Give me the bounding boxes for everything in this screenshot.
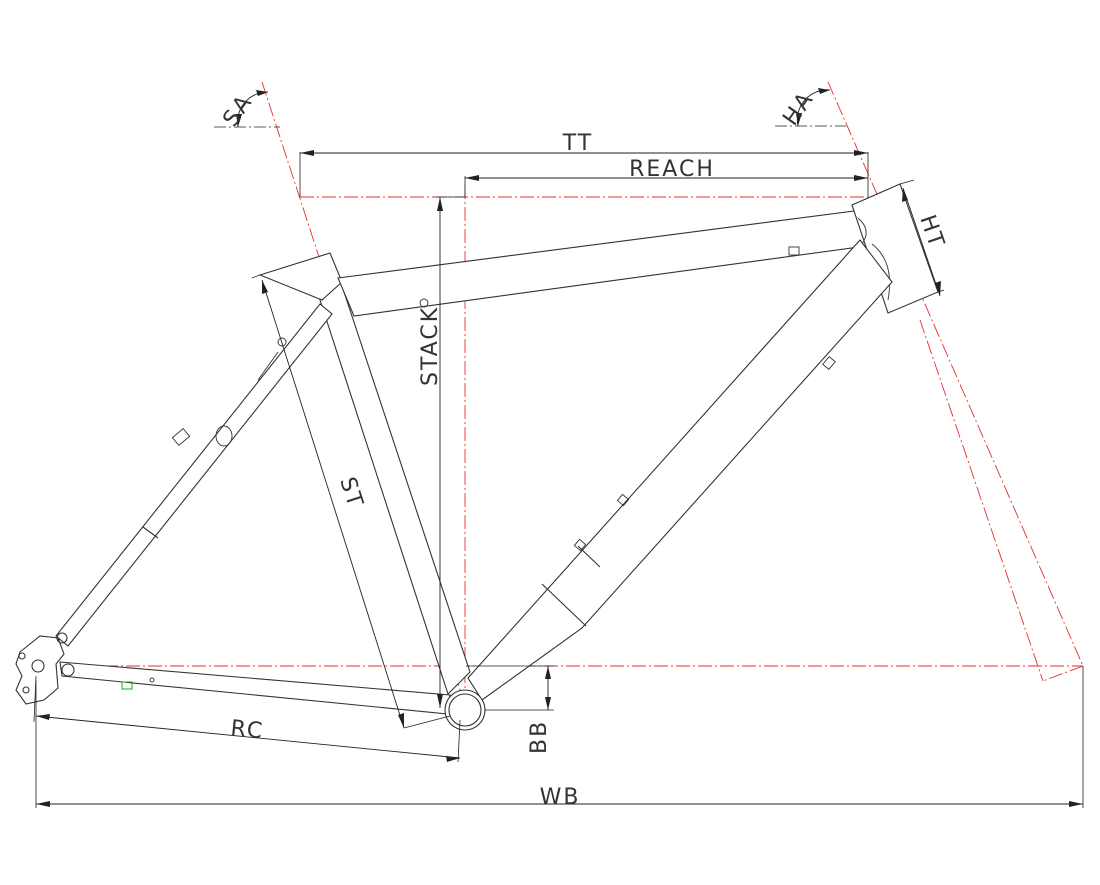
frame-fittings xyxy=(121,246,836,690)
seat-stay-bridge-line xyxy=(142,526,159,539)
wb-arrow-right xyxy=(1069,801,1083,807)
bb-arrow-top xyxy=(545,666,551,679)
tt-arrow-left xyxy=(300,150,314,156)
chain-stay-marker xyxy=(121,681,133,690)
stack-label: STACK xyxy=(418,306,443,386)
stack-arrow-top xyxy=(437,197,443,211)
bottle-boss-lower xyxy=(573,538,587,552)
seat-stay xyxy=(55,303,333,647)
seat-collar xyxy=(258,252,343,301)
tt-label: TT xyxy=(562,131,594,156)
fork-offset-line xyxy=(1042,665,1084,682)
bottom-bracket-inner xyxy=(448,693,482,727)
dropout-bolt-hole xyxy=(18,652,26,660)
steering-axis xyxy=(827,81,1084,667)
top-tube-cable-guide-front xyxy=(788,246,800,256)
bottom-bracket-shell xyxy=(444,689,486,731)
st-label: ST xyxy=(334,474,367,512)
down-tube xyxy=(467,239,893,701)
ht-dimension-line xyxy=(902,187,941,297)
brake-boss xyxy=(171,428,191,446)
frame-tubes xyxy=(15,183,939,731)
wb-label: WB xyxy=(540,785,581,810)
st-extension-top xyxy=(251,274,261,279)
chain-stay-dropout-joint xyxy=(61,663,75,677)
chain-stay-hole xyxy=(149,677,155,683)
top-tube-cable-guide-rear xyxy=(419,298,429,308)
st-arrow-top xyxy=(262,280,268,294)
down-tube-cable-stop xyxy=(822,355,836,371)
sa-arrow-bottom xyxy=(236,114,242,127)
bb-arrow-bottom xyxy=(545,697,551,710)
rc-label: RC xyxy=(229,716,265,744)
reach-arrow-right xyxy=(854,175,868,181)
derailleur-hanger-hole xyxy=(22,686,30,694)
head-tube-weld-lower xyxy=(871,243,891,301)
ha-arrow-bottom xyxy=(796,113,802,126)
seat-stay-dropout-joint xyxy=(56,632,68,644)
dimensions: TT REACH STACK HT ST RC xyxy=(33,87,1084,810)
st-extension-bottom xyxy=(403,715,451,729)
ht-extension-top xyxy=(899,179,915,185)
brake-bridge-line xyxy=(257,351,279,381)
down-tube-butt-line xyxy=(541,583,587,627)
rc-dimension-line xyxy=(35,715,461,759)
rear-axle xyxy=(31,659,45,673)
stack-arrow-bottom xyxy=(437,694,443,708)
top-tube xyxy=(337,209,867,317)
ht-arrow-top xyxy=(902,188,908,202)
seat-stay-bridge xyxy=(215,425,233,447)
ht-arrow-bottom xyxy=(935,281,941,296)
fork-line xyxy=(919,319,1044,682)
reach-label: REACH xyxy=(629,157,715,182)
bb-label: BB xyxy=(527,720,552,754)
reach-arrow-left xyxy=(465,175,479,181)
rc-arrow-right xyxy=(446,756,460,762)
head-tube-weld-upper xyxy=(857,217,867,245)
seat-stay-bolt xyxy=(277,337,287,347)
sa-arrow-top xyxy=(256,90,268,96)
bottle-boss-upper xyxy=(616,493,630,507)
st-dimension-line xyxy=(261,279,405,729)
seat-tube xyxy=(307,260,471,696)
tt-arrow-right xyxy=(854,150,868,156)
wb-arrow-left xyxy=(36,801,50,807)
rear-dropout xyxy=(15,635,65,705)
st-arrow-bottom xyxy=(398,713,404,728)
rc-arrow-left xyxy=(36,714,50,720)
ha-arrow-top xyxy=(818,88,830,94)
rc-extension-right xyxy=(457,719,461,763)
